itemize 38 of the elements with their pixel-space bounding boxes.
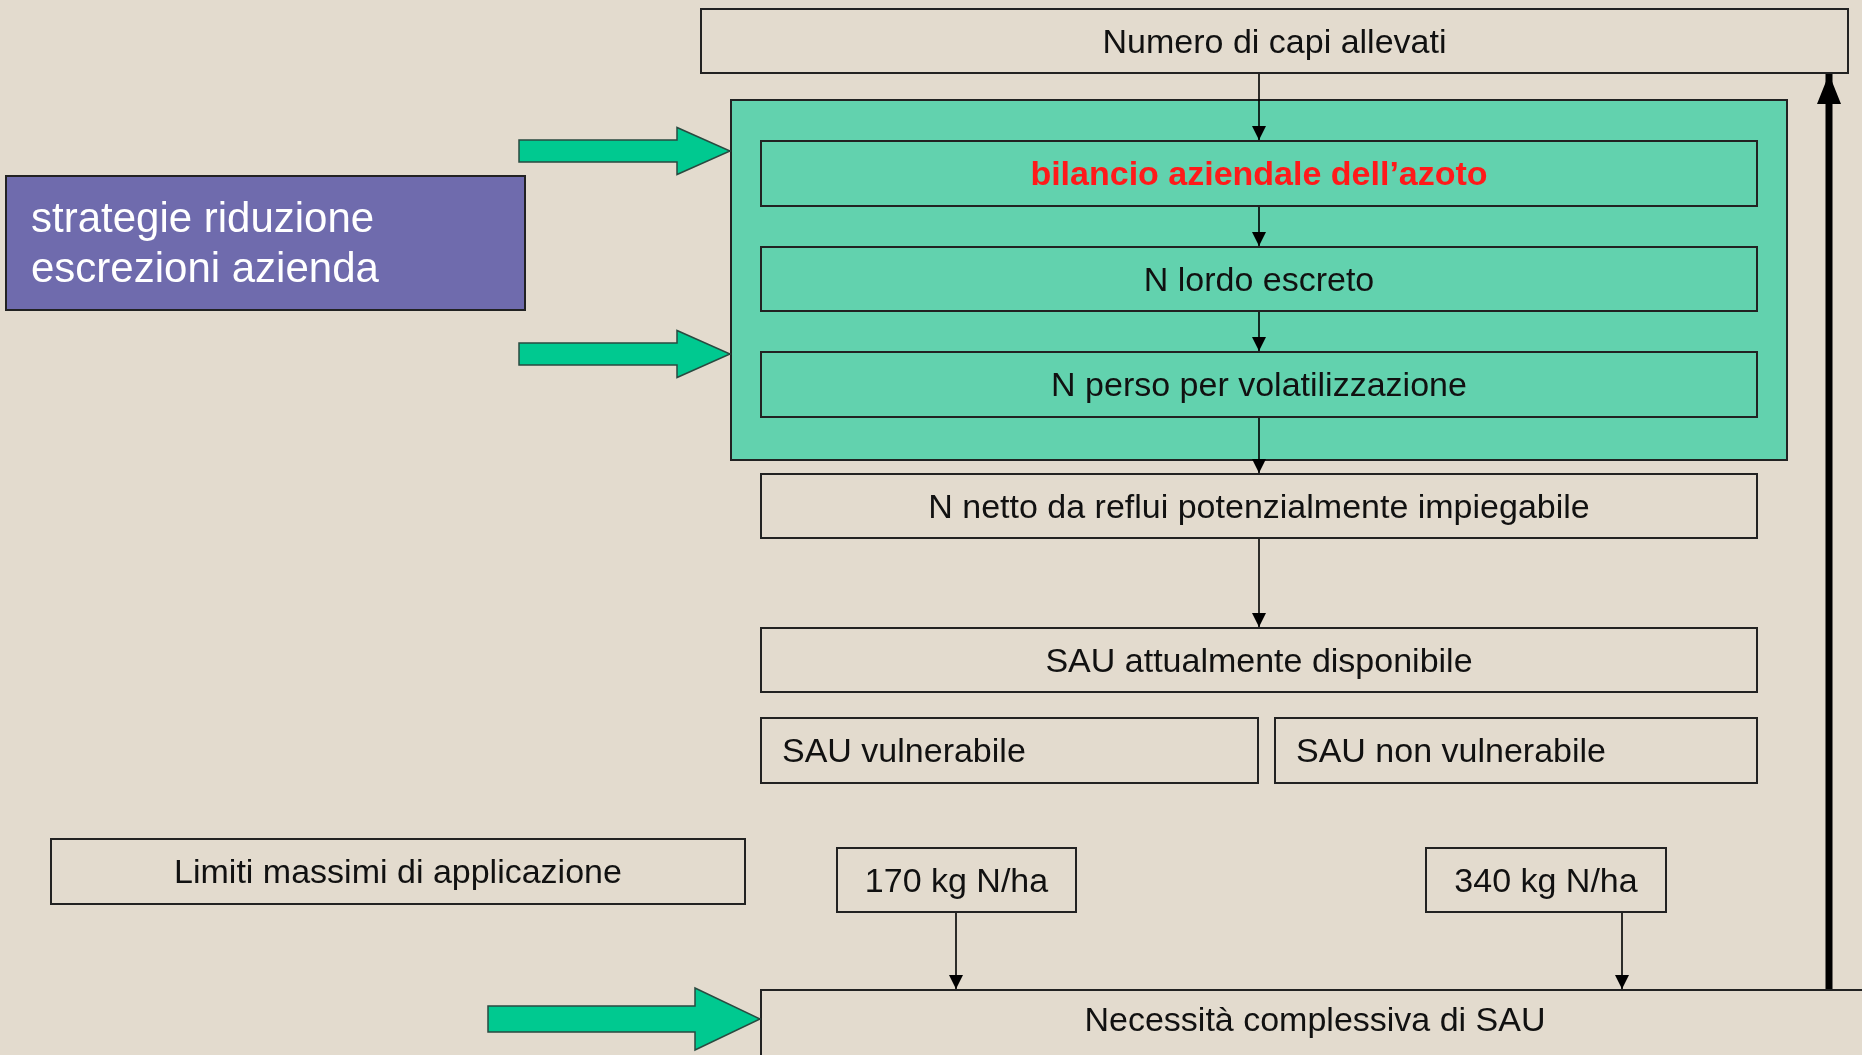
process-box bbox=[760, 717, 1259, 784]
arrow bbox=[949, 912, 963, 990]
block-arrow bbox=[518, 329, 732, 379]
process-box bbox=[760, 351, 1758, 418]
box-label: N perso per volatilizzazione bbox=[1051, 364, 1467, 405]
box-label: N netto da reflui potenzialmente impiegabile bbox=[928, 485, 1590, 527]
arrow bbox=[1252, 73, 1266, 141]
process-box bbox=[760, 627, 1758, 693]
process-box bbox=[760, 473, 1758, 539]
group-box bbox=[730, 99, 1788, 461]
arrow bbox=[1817, 74, 1841, 989]
process-box bbox=[760, 989, 1862, 1055]
box-label: N lordo escreto bbox=[1143, 258, 1375, 300]
box-label: SAU attualmente disponibile bbox=[1045, 639, 1473, 681]
arrow bbox=[1252, 417, 1266, 474]
box-label: SAU non vulnerabile bbox=[1296, 730, 1606, 771]
box-label: bilancio aziendale dell’azoto bbox=[1030, 153, 1488, 194]
process-box bbox=[700, 8, 1849, 74]
box-label: 170 kg N/ha bbox=[864, 859, 1049, 901]
arrow bbox=[1252, 538, 1266, 628]
process-box bbox=[760, 140, 1758, 207]
process-box bbox=[760, 246, 1758, 312]
process-box bbox=[1425, 847, 1667, 913]
block-arrow bbox=[518, 126, 732, 176]
process-box bbox=[836, 847, 1077, 913]
process-box bbox=[5, 175, 526, 311]
box-label: 340 kg N/ha bbox=[1454, 859, 1638, 901]
arrow bbox=[1252, 206, 1266, 247]
box-label: Limiti massimi di applicazione bbox=[174, 851, 622, 892]
block-arrow bbox=[487, 986, 762, 1052]
process-box bbox=[50, 838, 746, 905]
arrow bbox=[1252, 311, 1266, 352]
process-box bbox=[1274, 717, 1758, 784]
box-label: Numero di capi allevati bbox=[1102, 20, 1447, 62]
box-label: SAU vulnerabile bbox=[782, 730, 1026, 771]
box-label: Necessità complessiva di SAU bbox=[1084, 999, 1546, 1040]
box-label: strategie riduzione escrezioni azienda bbox=[30, 192, 380, 293]
arrow bbox=[1615, 912, 1629, 990]
